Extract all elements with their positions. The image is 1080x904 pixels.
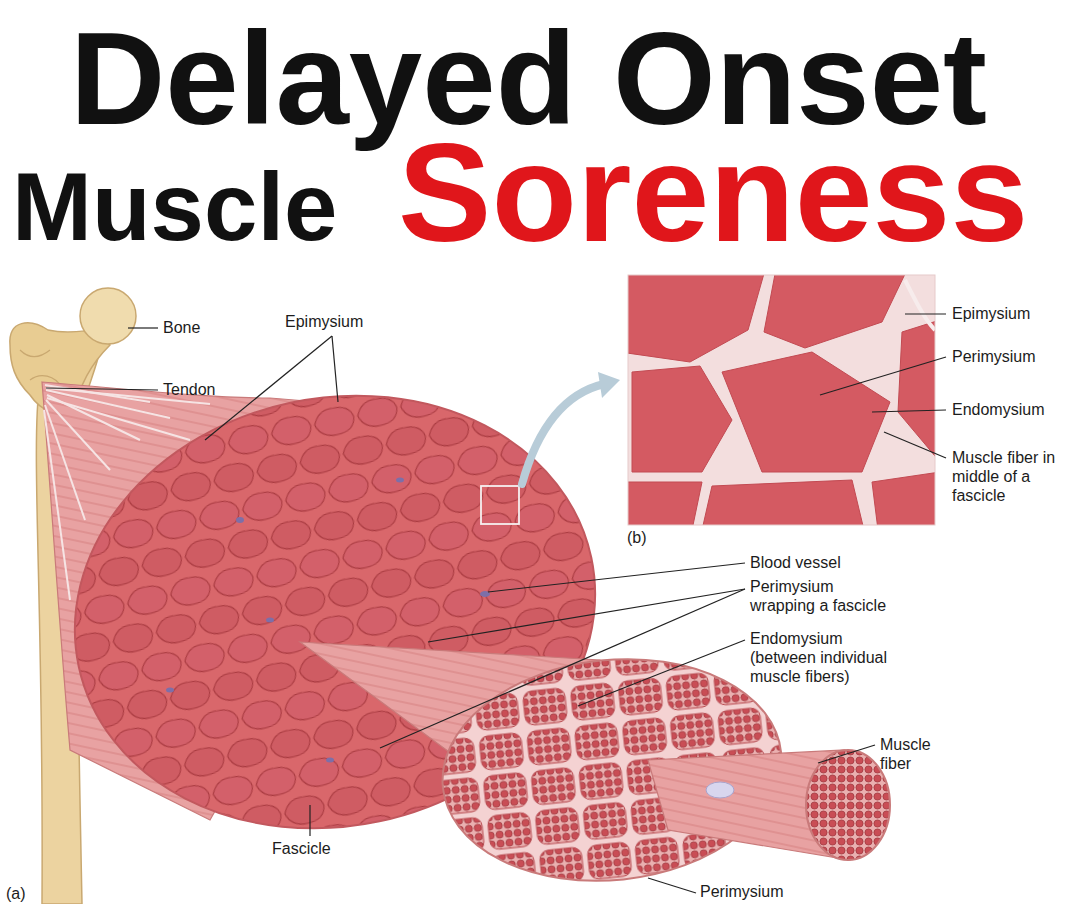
leader-lines — [872, 410, 946, 412]
part-label: Epimysium — [285, 312, 363, 331]
micrograph — [628, 482, 702, 525]
part-label: Endomysium (between individual muscle fi… — [750, 629, 900, 687]
micrograph — [628, 275, 935, 525]
leader-lines — [380, 589, 745, 748]
zoom-arrow — [522, 372, 620, 484]
micrograph — [722, 352, 890, 472]
title-word: Muscle — [12, 159, 337, 255]
leader-lines — [332, 336, 338, 402]
leader-lines — [46, 388, 158, 390]
blood-vessels — [236, 517, 244, 523]
title-word: Soreness — [398, 123, 1028, 263]
micrograph-frame — [628, 275, 935, 525]
part-label: Perimysium — [952, 347, 1036, 366]
tendon-fibers — [47, 398, 190, 440]
leader-lines — [884, 432, 946, 458]
blood-vessels — [166, 688, 174, 693]
leader-lines — [205, 336, 332, 440]
panel-letter: (a) — [6, 884, 26, 903]
zoom-square — [481, 486, 519, 524]
leader-lines — [428, 589, 745, 642]
leader-lines — [578, 640, 745, 706]
zoom-arrow — [598, 372, 620, 398]
blood-vessels — [266, 618, 274, 623]
part-label: Muscle fiber — [880, 735, 950, 773]
leader-lines — [905, 313, 946, 314]
muscle-fiber-drawing — [648, 750, 890, 860]
zoom-arrow — [522, 384, 604, 484]
leader-lines — [309, 805, 310, 836]
micrograph — [764, 275, 905, 348]
micrograph — [702, 480, 864, 525]
leader-lines — [128, 327, 158, 328]
part-label: Epimysium — [952, 304, 1030, 323]
leader-lines — [818, 745, 875, 763]
leader-lines — [46, 314, 946, 893]
part-label: Fascicle — [272, 839, 331, 858]
part-label: Tendon — [163, 380, 216, 399]
part-label: Muscle fiber in middle of a fascicle — [952, 448, 1070, 506]
part-label: Bone — [163, 318, 200, 337]
part-label: Endomysium — [952, 400, 1044, 419]
leader-lines — [488, 563, 745, 592]
part-label: Perimysium wrapping a fascicle — [750, 577, 890, 615]
part-label: Blood vessel — [750, 553, 841, 572]
micrograph — [628, 275, 935, 525]
panel-letter: (b) — [627, 528, 647, 547]
micrograph — [632, 366, 732, 472]
bone-drawing — [80, 288, 136, 344]
muscle-fiber-drawing — [706, 782, 734, 798]
part-label: Perimysium — [700, 882, 784, 901]
micrograph — [872, 472, 935, 525]
blood-vessels — [396, 478, 404, 483]
micrograph — [905, 280, 935, 330]
leader-lines — [648, 878, 696, 893]
micrograph — [628, 275, 765, 362]
blood-vessels — [326, 758, 334, 763]
leader-lines — [820, 357, 946, 395]
muscle-fiber-drawing — [806, 750, 890, 860]
tendon-fibers — [44, 410, 70, 600]
bone-drawing — [20, 350, 62, 388]
